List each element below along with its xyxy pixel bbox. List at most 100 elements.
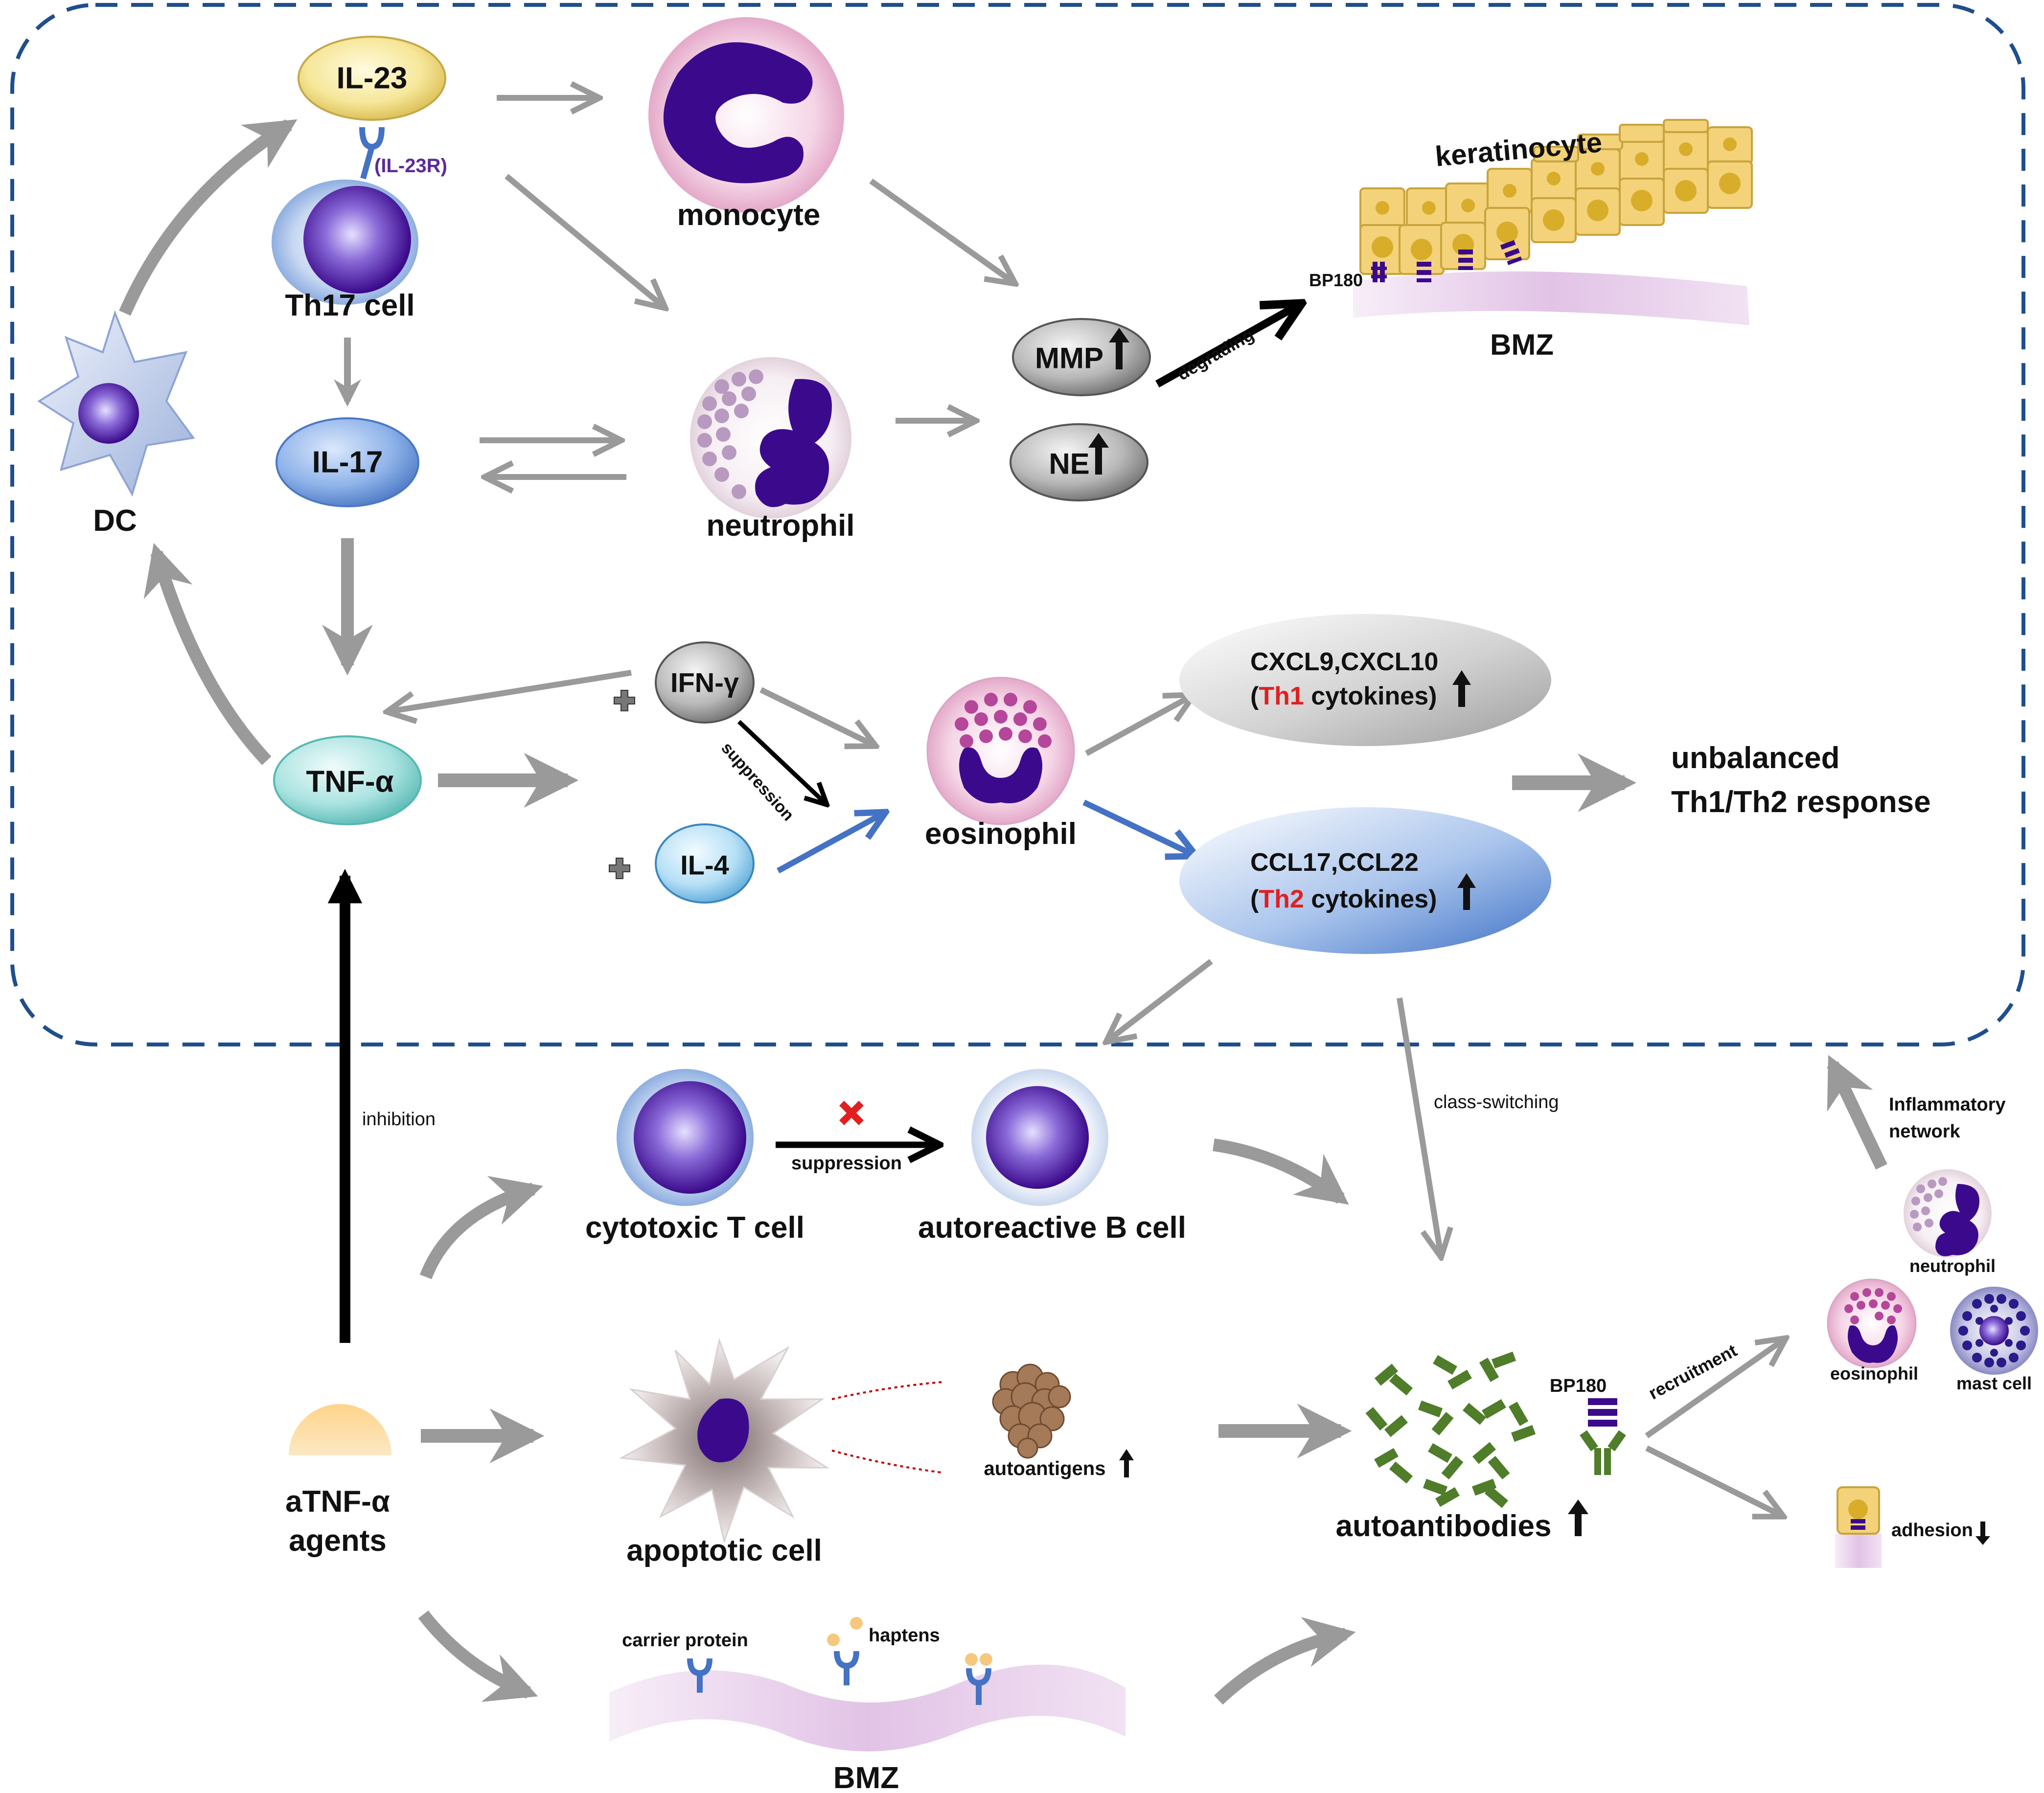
arrow-adhesion (1645, 1445, 1784, 1517)
ne-up-arrow (1088, 433, 1109, 475)
il23-label: IL-23 (337, 62, 408, 95)
cytotoxic-t-cell: cytotoxic T cell (585, 1069, 804, 1245)
arrow-il4-eosinophil (777, 812, 886, 874)
arrow-agents-cytotoxic (419, 1176, 543, 1279)
class-switching-label: class-switching (1434, 1092, 1559, 1112)
arrow-agents-bmz (418, 1611, 538, 1702)
neutrophil-label: neutrophil (706, 509, 854, 543)
tnf-label: TNF-α (306, 765, 393, 799)
cross-icon (839, 1101, 864, 1125)
th17-cell: Th17 cell (272, 180, 418, 322)
arrow-bcell-autoantibodies (1213, 1138, 1349, 1205)
th1-line1: CXCL9,CXCL10 (1250, 648, 1438, 676)
mast-cell-label: mast cell (1956, 1373, 2032, 1393)
mmp-label: MMP (1035, 342, 1103, 375)
bmz-haptens: carrier protein haptens BMZ (609, 1617, 1125, 1793)
adhesion-down-arrow (1975, 1521, 1990, 1545)
autoantigens-up-arrow (1119, 1449, 1134, 1477)
th1-up-arrow (1452, 670, 1471, 707)
th2-red-label: Th2 (1259, 885, 1304, 913)
plus-icon-1 (614, 690, 635, 711)
dc-label: DC (93, 504, 137, 538)
ne-node: NE (1010, 423, 1148, 501)
arrow-suppression (737, 720, 827, 805)
small-eosinophil: eosinophil (1827, 1278, 1918, 1384)
bottom-arrows (327, 868, 1887, 1705)
apoptotic-label: apoptotic cell (626, 1534, 822, 1567)
arrow-eosinophil-th1 (1085, 695, 1194, 756)
th1-red-label: Th1 (1259, 682, 1304, 710)
adhesion-icon: adhesion (1835, 1486, 1990, 1568)
arrow-recruitment (1645, 1338, 1786, 1438)
bp180-bottom-label: BP180 (1550, 1376, 1607, 1396)
neutrophil-cell: neutrophil (690, 357, 855, 543)
arrow-ifn-eosinophil (759, 687, 876, 746)
arrow-degrading (1155, 303, 1302, 387)
carrier-protein-label: carrier protein (622, 1630, 748, 1651)
recruitment-label: recruitment (1645, 1340, 1740, 1403)
tnf-node: TNF-α (273, 735, 422, 825)
th2-line2: (Th2 cytokines) (1250, 885, 1437, 913)
bp180-antibody: BP180 (1550, 1376, 1626, 1475)
eosinophil-cell: eosinophil (925, 677, 1077, 851)
th17-label: Th17 cell (285, 289, 414, 322)
inflammatory-line1: Inflammatory (1889, 1094, 2006, 1115)
bmz-bottom-label: BMZ (833, 1761, 899, 1793)
bmz-bottom-membrane (609, 1664, 1125, 1751)
monocyte-label: monocyte (677, 198, 821, 232)
autoreactive-label: autoreactive B cell (918, 1211, 1186, 1245)
arrow-ifn-tnf (387, 670, 632, 712)
autoantibodies-label: autoantibodies (1336, 1509, 1552, 1543)
arrow-eosinophil-th2 (1082, 799, 1196, 856)
bmz-membrane (1353, 271, 1749, 325)
arrow-bmz-autoantibodies (1214, 1617, 1356, 1705)
th2-rest-label: cytokines) (1304, 885, 1437, 913)
unbalanced-line2: Th1/Th2 response (1671, 785, 1931, 819)
il23r-receptor: (IL-23R) (359, 127, 447, 180)
th1-line2: (Th1 cytokines) (1250, 682, 1437, 710)
monocyte-nucleus (663, 42, 813, 183)
ne-label: NE (1049, 448, 1089, 480)
arrow-th2-bcell (1106, 959, 1213, 1042)
degrading-label: degrading (1173, 324, 1257, 385)
bp180-markers (1371, 240, 1522, 282)
adhesion-label: adhesion (1891, 1520, 1973, 1541)
autoantibodies-up-arrow (1568, 1499, 1588, 1536)
autoantigens-cluster: autoantigens (984, 1363, 1134, 1479)
inhibition-label: inhibition (362, 1109, 436, 1130)
apoptotic-cell: apoptotic cell (619, 1338, 830, 1567)
inflammatory-line2: network (1889, 1121, 1961, 1142)
monocyte-cell: monocyte (648, 17, 844, 232)
keratinocyte-layer: keratinocyte BP180 BMZ (1309, 119, 1753, 361)
th1-cytokines: CXCL9,CXCL10 (Th1 cytokines) (1179, 614, 1551, 746)
mmp-node: MMP (1012, 318, 1151, 396)
mmp-up-arrow (1109, 328, 1129, 369)
small-neutrophil-label: neutrophil (1909, 1256, 1996, 1276)
suppression-label-bottom: suppression (791, 1153, 902, 1174)
eosinophil-label: eosinophil (925, 817, 1077, 851)
mast-cell: mast cell (1950, 1287, 2038, 1393)
unbalanced-line1: unbalanced (1671, 741, 1840, 775)
ifn-label: IFN-γ (670, 667, 739, 698)
il4-label: IL-4 (680, 850, 729, 881)
neutrophil-nucleus (755, 379, 832, 507)
plus-icon-2 (609, 858, 630, 879)
arrow-class-switching (1397, 998, 1441, 1257)
il23-node: IL-23 (298, 36, 446, 121)
atnf-line2: agents (289, 1524, 387, 1558)
th1-rest-label: cytokines) (1304, 682, 1437, 710)
atnf-agents: aTNF-α agents (285, 1404, 391, 1558)
atnf-line1: aTNF-α (285, 1485, 390, 1519)
il23r-label: (IL-23R) (374, 155, 447, 177)
cytotoxic-label: cytotoxic T cell (585, 1211, 804, 1245)
bmz-top-label: BMZ (1490, 328, 1554, 361)
arrow-tnf-dc (143, 543, 272, 765)
th2-up-arrow (1457, 873, 1476, 910)
suppression-label-top: suppression (717, 739, 798, 825)
dashed-frame (10, 3, 2025, 1046)
arrow-dc-il23 (119, 119, 298, 316)
arrow-inflammatory-network (1827, 1055, 1887, 1170)
il17-node: IL-17 (276, 417, 419, 507)
autoantibodies-cluster: autoantibodies (1336, 1351, 1588, 1543)
